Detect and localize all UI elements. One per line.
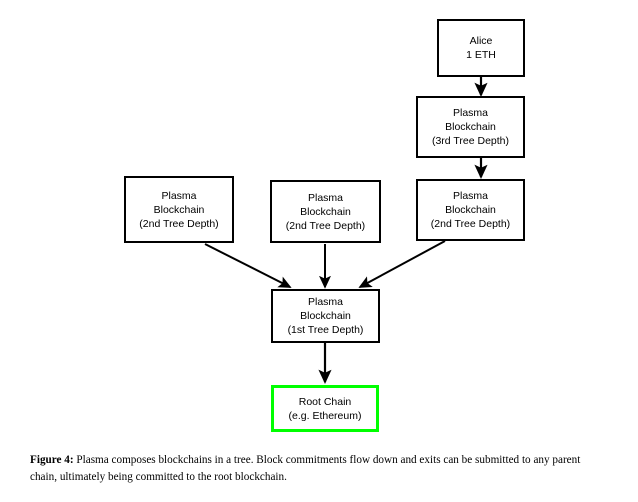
figure-caption-text: Plasma composes blockchains in a tree. B…	[30, 454, 581, 483]
node-plasma-depth2-left-line-1: Plasma	[161, 189, 197, 202]
node-plasma-depth1-line-1: Plasma	[307, 296, 343, 308]
edge-depth2-left-to-depth1	[204, 243, 292, 288]
edge-depth2-right-to-depth1	[358, 240, 446, 288]
node-plasma-depth2-left-line-2: Blockchain	[153, 203, 205, 216]
node-root-chain: Root Chain (e.g. Ethereum)	[271, 385, 379, 432]
node-plasma-depth2-center-line-3: (2nd Tree Depth)	[285, 219, 366, 232]
node-plasma-depth3-line-3: (3rd Tree Depth)	[431, 135, 510, 147]
node-plasma-depth2-right: Plasma Blockchain (2nd Tree Depth)	[416, 179, 525, 241]
node-plasma-depth2-left: Plasma Blockchain (2nd Tree Depth)	[124, 176, 234, 243]
node-plasma-depth1-line-2: Blockchain	[300, 310, 351, 322]
figure-diagram: Alice 1 ETH Plasma Blockchain (3rd Tree …	[124, 19, 525, 432]
node-plasma-depth2-center-line-1: Plasma	[307, 191, 343, 204]
figure-caption-label: Figure 4:	[30, 454, 74, 466]
node-plasma-depth2-left-line-3: (2nd Tree Depth)	[139, 217, 219, 230]
node-plasma-depth1-line-3: (1st Tree Depth)	[287, 324, 364, 336]
node-plasma-depth2-right-line-1: Plasma	[452, 190, 488, 202]
node-plasma-depth3-line-1: Plasma	[452, 107, 488, 119]
node-alice: Alice 1 ETH	[437, 19, 525, 77]
node-root-chain-line-2: (e.g. Ethereum)	[288, 409, 362, 422]
figure-caption: Figure 4: Plasma composes blockchains in…	[30, 452, 610, 486]
arrow-layer	[204, 77, 488, 384]
node-plasma-depth1: Plasma Blockchain (1st Tree Depth)	[271, 289, 380, 343]
node-plasma-depth2-right-line-2: Blockchain	[445, 204, 496, 216]
node-plasma-depth2-right-line-3: (2nd Tree Depth)	[430, 218, 511, 230]
node-alice-line-1: Alice	[469, 35, 493, 47]
node-plasma-depth2-center-line-2: Blockchain	[300, 205, 351, 218]
node-plasma-depth2-center: Plasma Blockchain (2nd Tree Depth)	[270, 180, 381, 243]
node-plasma-depth3-line-2: Blockchain	[445, 121, 496, 133]
node-alice-line-2: 1 ETH	[466, 49, 496, 61]
node-root-chain-line-1: Root Chain	[298, 395, 352, 408]
node-plasma-depth3: Plasma Blockchain (3rd Tree Depth)	[416, 96, 525, 158]
